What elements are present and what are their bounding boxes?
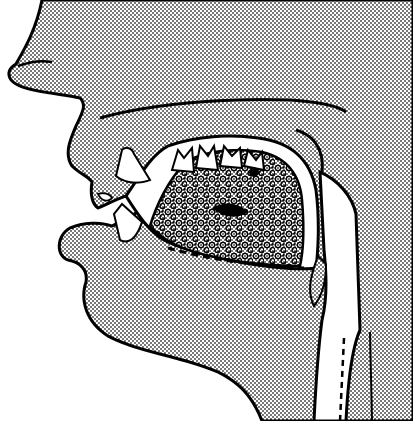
tongue-dot [249, 167, 259, 177]
